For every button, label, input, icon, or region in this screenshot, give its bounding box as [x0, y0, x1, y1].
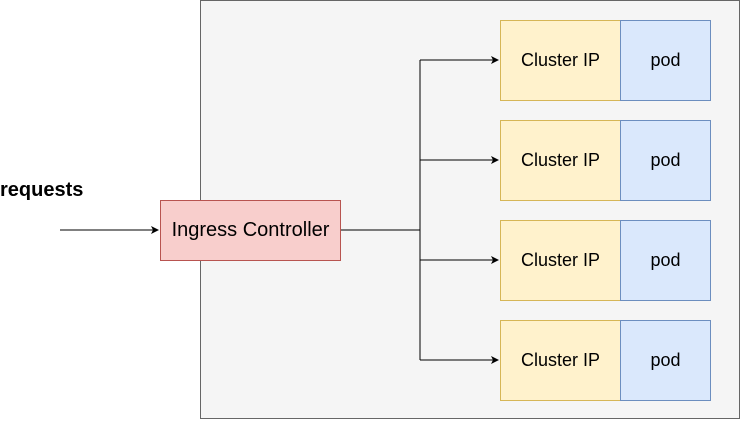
service-label: Cluster IP [520, 50, 601, 70]
service-label: Cluster IP [520, 250, 601, 270]
service-label: Cluster IP [520, 150, 601, 170]
pod-node-4: pod [620, 320, 711, 401]
pod-label: pod [650, 150, 681, 170]
cluster-ip-service-3: Cluster IP [500, 220, 621, 301]
cluster-ip-service-2: Cluster IP [500, 120, 621, 201]
pod-node-3: pod [620, 220, 711, 301]
pod-label: pod [650, 50, 681, 70]
cluster-ip-service-1: Cluster IP [500, 20, 621, 101]
requests-label: requests [0, 179, 84, 201]
cluster-ip-service-4: Cluster IP [500, 320, 621, 401]
pod-label: pod [650, 250, 681, 270]
pod-label: pod [650, 350, 681, 370]
ingress-controller-label: Ingress Controller [171, 219, 330, 241]
ingress-controller-node: Ingress Controller [160, 200, 341, 261]
pod-node-2: pod [620, 120, 711, 201]
service-label: Cluster IP [520, 350, 601, 370]
pod-node-1: pod [620, 20, 711, 101]
